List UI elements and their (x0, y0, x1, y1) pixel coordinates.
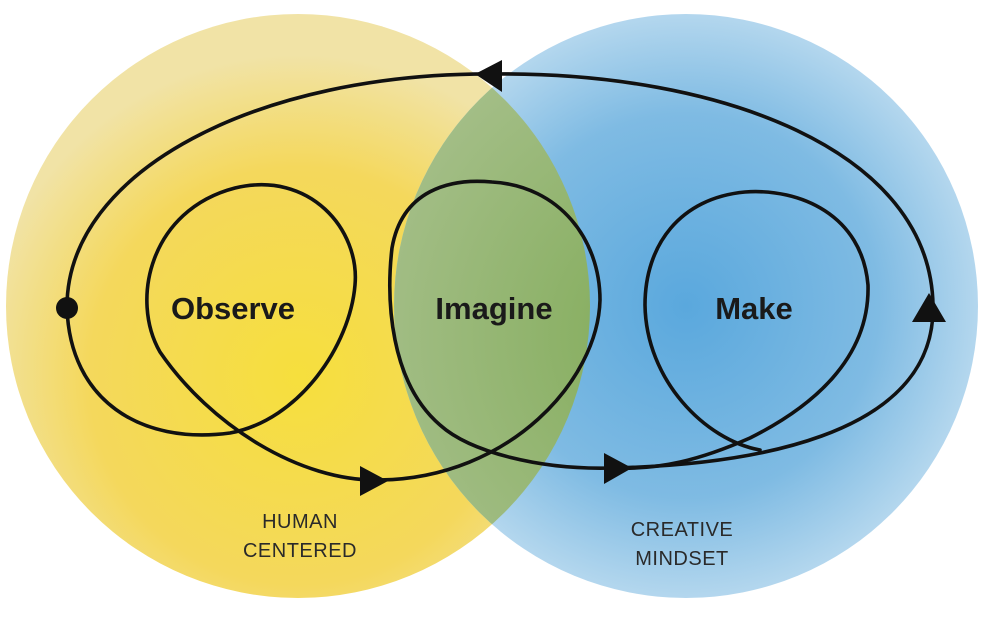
caption-line: CENTERED (242, 540, 357, 562)
make-loop (610, 189, 870, 471)
creative-mindset-caption: CREATIVE MINDSET (612, 516, 752, 574)
observe-label: Observe (170, 291, 296, 326)
arrow-bottom-middle (604, 453, 632, 484)
caption-line: CREATIVE (630, 519, 734, 541)
outer-loop (65, 72, 935, 482)
imagine-label: Imagine (435, 291, 553, 326)
arrow-right (912, 293, 946, 322)
caption-line: MINDSET (635, 548, 729, 570)
human-centered-caption: HUMAN CENTERED (230, 508, 370, 566)
caption-line: HUMAN (262, 511, 338, 533)
arrow-bottom-left (360, 466, 388, 496)
start-dot (56, 297, 78, 319)
make-label: Make (715, 291, 793, 326)
arrow-top (475, 60, 502, 92)
overlap-region (394, 14, 590, 598)
